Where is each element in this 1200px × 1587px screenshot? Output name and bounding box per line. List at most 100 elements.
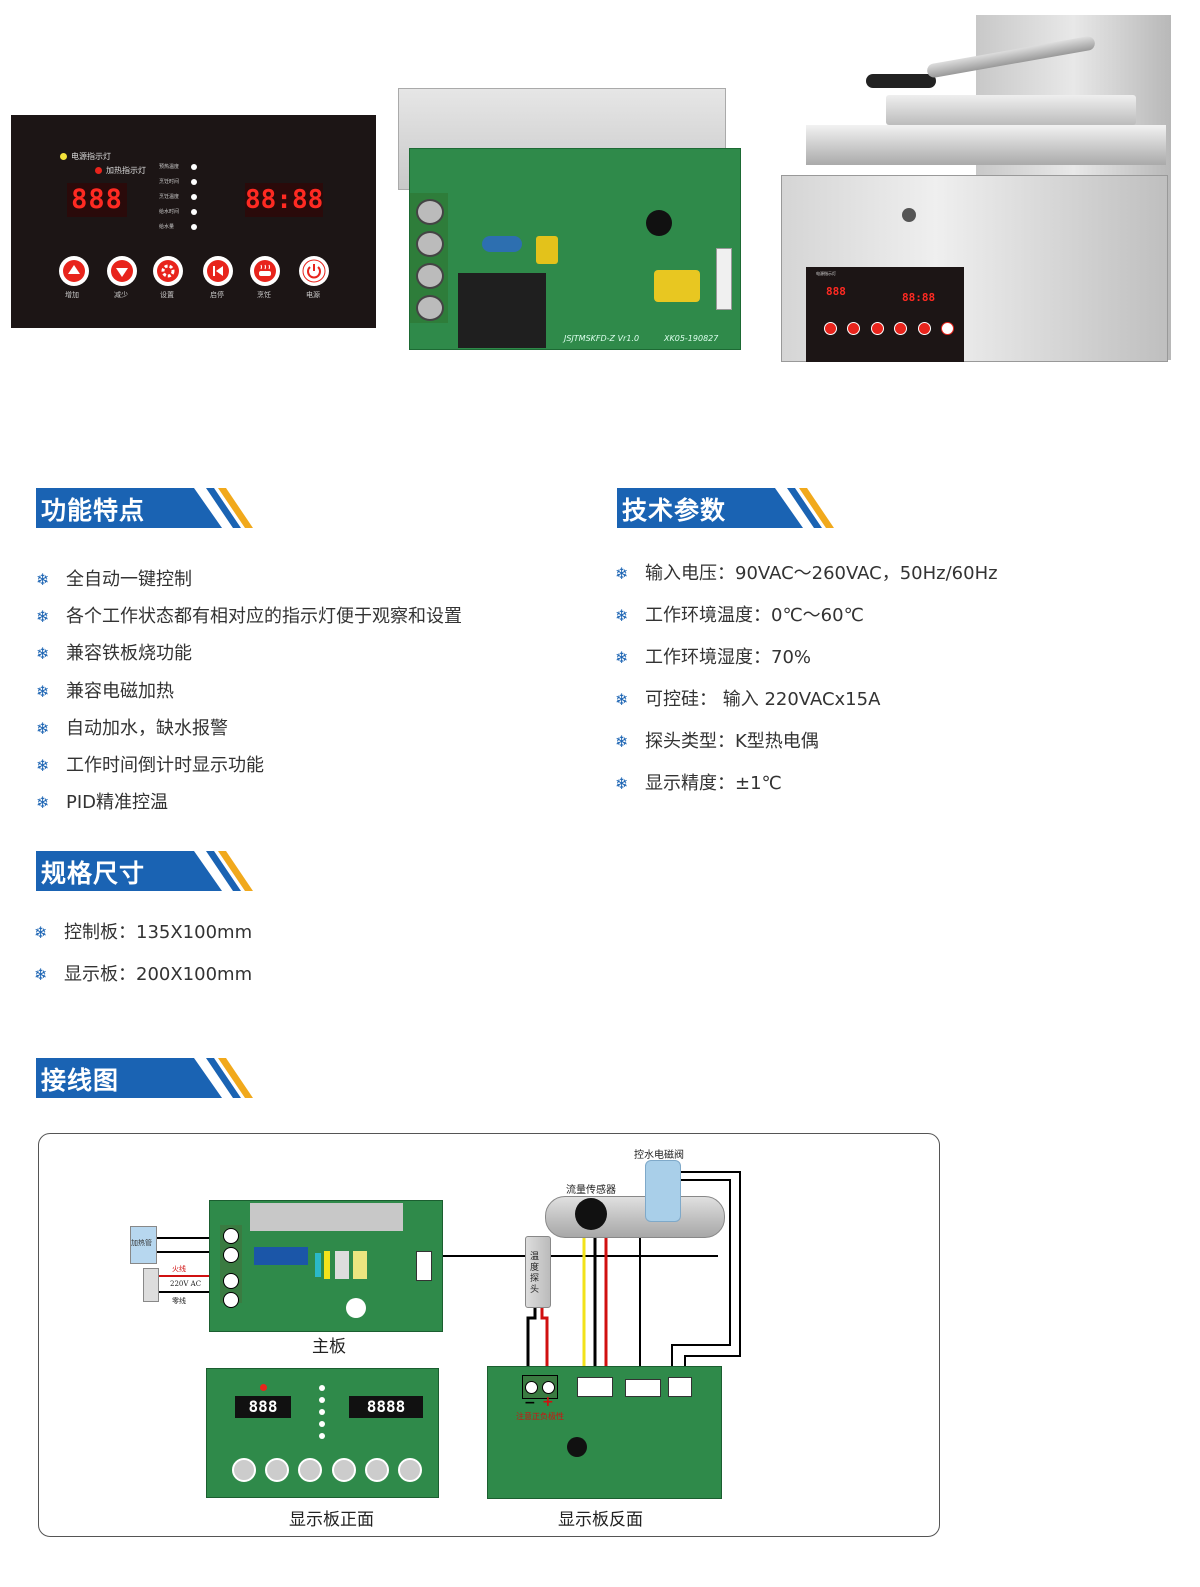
feature-item: ❄全自动一键控制 [36,569,192,590]
settings-label: 设置 [160,291,174,299]
knob [902,208,916,222]
polarity-note: 注意正负极性 [516,1412,564,1421]
tech-item: ❄工作环境湿度：70% [615,647,812,668]
heater-box [130,1226,157,1264]
main-board-heatsink [250,1203,403,1231]
snowflake-icon: ❄ [615,732,629,751]
tech-item: ❄工作环境温度：0℃～60℃ [615,605,864,626]
snowflake-icon: ❄ [36,682,50,701]
wiring-title: 接线图 [41,1066,120,1095]
snowflake-icon: ❄ [34,965,48,984]
probe-terminal [522,1375,558,1399]
snowflake-icon: ❄ [36,570,50,589]
tech-title: 技术参数 [622,496,727,525]
settings-button[interactable] [153,256,183,286]
led-item: 烹饪温度 [159,193,199,208]
front-button[interactable] [331,1458,356,1482]
tech-item: ❄探头类型：K型热电偶 [615,731,819,752]
front-red-led [260,1384,267,1391]
appliance-photo: 电源指示灯 888 88:88 [776,10,1176,380]
capacitor-blue [482,236,522,252]
water-valve [645,1160,681,1222]
appliance-panel: 电源指示灯 888 88:88 [806,267,964,362]
heater-label: 加热管 [131,1239,152,1247]
snowflake-icon: ❄ [615,606,629,625]
power-source-box [143,1268,159,1302]
display-front-label: 显示板正面 [289,1510,374,1530]
live-wire-label: 火线 [172,1265,186,1273]
feature-item: ❄自动加水，缺水报警 [36,718,228,739]
cook-button[interactable] [250,256,280,286]
snowflake-icon: ❄ [615,774,629,793]
time-display: 88:88 [245,183,324,217]
snowflake-icon: ❄ [615,690,629,709]
display-board-back: − + 注意正负极性 [487,1366,722,1499]
appliance-temp-display: 888 [826,285,846,298]
appliance-buttons [824,322,954,336]
start-stop-button[interactable] [203,256,233,286]
front-button[interactable] [232,1458,256,1482]
snowflake-icon: ❄ [36,607,50,626]
feature-item: ❄兼容铁板烧功能 [36,643,192,664]
control-panel-photo: 电源指示灯 加热指示灯 888 88:88 预热温度 烹饪时间 烹饪温度 给水时… [11,115,376,328]
main-board-relay [254,1247,308,1265]
snowflake-icon: ❄ [36,719,50,738]
led-item: 给水量 [159,223,199,238]
power-indicator-label: 电源指示灯 [71,152,111,161]
front-button[interactable] [397,1458,422,1482]
buzzer [567,1437,587,1457]
increase-button[interactable] [59,256,89,286]
probe-label: 温度探头 [530,1252,540,1295]
led-list: 预热温度 烹饪时间 烹饪温度 给水时间 给水量 [159,163,199,238]
front-button[interactable] [364,1458,389,1482]
main-board-caps [315,1251,375,1279]
tech-item: ❄显示精度：±1℃ [615,773,782,794]
increase-label: 增加 [65,291,79,299]
grill-plate [806,125,1166,165]
decrease-label: 减少 [114,291,128,299]
feature-item: ❄兼容电磁加热 [36,681,174,702]
terminal-block [410,193,448,323]
main-board-label: 主板 [312,1337,346,1357]
temp-display: 888 [67,183,127,217]
flow-connector [577,1377,613,1397]
flow-sensor-label: 流量传感器 [566,1185,616,1196]
power-button[interactable] [299,256,329,286]
pcb [409,148,741,350]
spec-item: ❄显示板：200X100mm [34,964,253,985]
capacitor-yellow [536,236,558,264]
feature-item: ❄PID精准控温 [36,792,169,813]
control-board-photo: JSJTMSKFD-Z Vr1.0 XK05-190827 [396,88,742,350]
decrease-button[interactable] [107,256,137,286]
heat-led-dot [95,167,102,174]
display-board-front: 888 8888 [206,1368,439,1498]
transformer [654,270,700,302]
relay [458,273,546,348]
power-led-dot [60,153,67,160]
features-header: 功能特点 [36,488,253,528]
pcb-model-text: JSJTMSKFD-Z Vr1.0 [564,334,640,343]
power-label: 电源 [306,291,320,299]
start-stop-label: 启停 [210,291,224,299]
back-connector [625,1379,661,1397]
appliance-panel-label: 电源指示灯 [816,271,836,276]
front-button[interactable] [265,1458,290,1482]
led-item: 预热温度 [159,163,199,178]
connector [716,248,732,310]
wiring-header: 接线图 [36,1058,253,1098]
ac-label: 220V AC [170,1280,202,1288]
temp-probe [525,1236,551,1308]
spec-item: ❄控制板：135X100mm [34,922,253,943]
led-item: 烹饪时间 [159,178,199,193]
appliance-time-display: 88:88 [902,291,936,304]
led-item: 给水时间 [159,208,199,223]
main-board [209,1200,443,1332]
front-time-display: 8888 [349,1396,423,1418]
feature-item: ❄各个工作状态都有相对应的指示灯便于观察和设置 [36,606,462,627]
plus-sign: + [542,1394,554,1410]
feature-item: ❄工作时间倒计时显示功能 [36,755,264,776]
valve-connector [668,1377,692,1397]
front-button[interactable] [298,1458,323,1482]
snowflake-icon: ❄ [36,793,50,812]
